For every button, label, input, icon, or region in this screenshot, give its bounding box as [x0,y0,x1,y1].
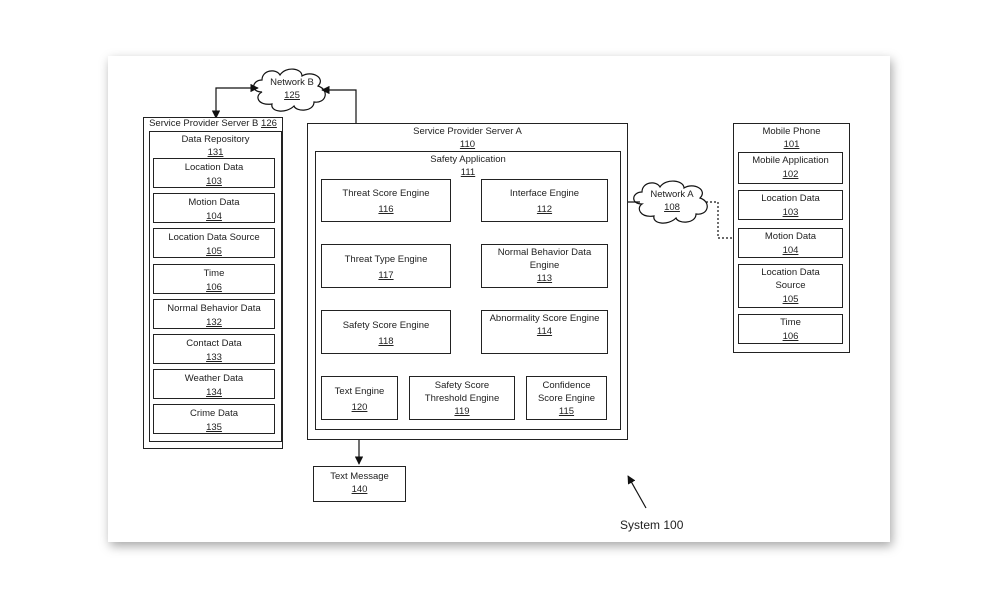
network-b-number: 125 [284,90,300,101]
normal-behavior-data-engine: Normal Behavior Data Engine 113 [481,244,608,288]
network-a-name: Network A [650,189,694,200]
repository-item-label: Crime Data [189,408,239,420]
repository-item-number: 103 [206,176,222,187]
repository-item-label: Location Data Source [168,232,260,244]
text-message-number: 140 [351,484,368,495]
mobile-item-number: 105 [782,294,799,305]
safety-application-label: Safety Application [430,154,506,165]
server-b-title-text: Service Provider Server B [149,118,259,129]
repository-item-number: 104 [206,211,222,223]
threat-type-engine: Threat Type Engine 117 [321,244,451,288]
server-a-title-text: Service Provider Server A [413,126,522,137]
confidence-score-engine: Confidence Score Engine 115 [526,376,607,420]
mobile-phone-title: Mobile Phone 101 [734,125,849,151]
safety-score-engine: Safety Score Engine 118 [321,310,451,354]
mobile-item-label: Location Data [761,193,820,204]
mobile-item: Location Data Source 105 [738,264,843,308]
normal-behavior-engine-label: Normal Behavior Data Engine [497,247,592,271]
threat-score-engine: Threat Score Engine 116 [321,179,451,222]
text-engine: Text Engine 120 [321,376,398,420]
confidence-engine-number: 115 [558,406,575,417]
repository-item-number: 133 [206,352,222,363]
mobile-item: Location Data 103 [738,190,843,220]
network-b-label: Network B 125 [262,76,322,102]
mobile-item-label: Mobile Application [752,155,829,166]
threshold-engine-number: 119 [454,406,470,417]
server-b-title: Service Provider Server B 126 [144,117,282,130]
server-b-number: 126 [261,118,277,129]
mobile-item: Motion Data 104 [738,228,843,258]
abnormality-engine-number: 114 [536,326,553,337]
safety-application-number: 111 [460,167,476,178]
threat-type-engine-label: Threat Type Engine [344,254,428,265]
interface-engine: Interface Engine 112 [481,179,608,222]
interface-engine-number: 112 [536,204,553,215]
network-b-cloud [253,68,326,112]
server-a-title: Service Provider Server A 110 [308,125,627,151]
network-a-number: 108 [664,202,680,213]
confidence-engine-label: Confidence Score Engine [537,380,596,404]
safety-score-engine-number: 118 [378,336,394,347]
repository-item-number: 132 [206,316,222,328]
repository-item: Crime Data 135 [153,404,275,435]
safety-score-threshold-engine: Safety Score Threshold Engine 119 [409,376,515,420]
repository-item: Weather Data 134 [153,369,275,400]
system-pointer-arrow [627,475,647,509]
threat-type-engine-number: 117 [378,270,394,281]
network-a-cloud [633,180,708,224]
mobile-item-number: 106 [782,331,799,342]
threshold-engine-label: Safety Score Threshold Engine [424,380,500,404]
repository-item-label: Contact Data [186,338,242,349]
text-message-box: Text Message 140 [313,466,406,502]
connector-mobile-networka [706,201,736,239]
text-engine-number: 120 [351,402,368,413]
repository-item-number: 106 [206,281,222,293]
repository-item-label: Motion Data [188,197,240,209]
normal-behavior-engine-number: 113 [536,273,553,284]
repository-item: Location Data Source 105 [153,228,275,259]
data-repository-title: Data Repository 131 [150,133,281,159]
repository-item-number: 134 [206,387,222,399]
data-repository-number: 131 [207,147,224,158]
repository-item: Time 106 [153,263,275,294]
mobile-item-number: 104 [782,245,799,256]
repository-item: Location Data 103 [153,158,275,188]
mobile-item-label: Location Data Source [761,267,820,291]
text-engine-label: Text Engine [334,386,385,397]
safety-score-engine-label: Safety Score Engine [342,320,430,331]
repository-item-number: 105 [206,246,222,258]
threat-score-engine-label: Threat Score Engine [342,188,430,199]
threat-score-engine-number: 116 [378,204,394,215]
mobile-item-number: 103 [782,207,799,218]
server-a-number: 110 [459,139,476,150]
repository-item-label: Location Data [184,162,244,173]
repository-item: Motion Data 104 [153,193,275,224]
network-b-name: Network B [270,77,314,88]
connector-serverb-networkb [211,83,259,119]
repository-item: Contact Data 133 [153,334,275,364]
text-message-label: Text Message [330,471,389,482]
system-label: System 100 [620,518,684,532]
safety-application-title: Safety Application 111 [316,153,620,179]
mobile-item-number: 102 [782,169,799,180]
repository-item-number: 135 [206,422,222,434]
repository-item-label: Weather Data [184,373,244,385]
repository-item-label: Time [203,267,225,279]
mobile-item-label: Time [780,317,801,328]
repository-item: Normal Behavior Data 132 [153,298,275,329]
mobile-phone-title-text: Mobile Phone [762,126,821,137]
mobile-item: Mobile Application 102 [738,152,843,184]
mobile-phone-number: 101 [783,139,800,150]
network-a-label: Network A 108 [642,188,702,214]
mobile-item: Time 106 [738,314,843,344]
data-repository-label: Data Repository [181,134,250,145]
abnormality-score-engine: Abnormality Score Engine 114 [481,310,608,354]
repository-item-label: Normal Behavior Data [167,302,261,314]
abnormality-engine-label: Abnormality Score Engine [489,313,600,324]
interface-engine-label: Interface Engine [509,188,580,199]
mobile-item-label: Motion Data [764,231,817,242]
